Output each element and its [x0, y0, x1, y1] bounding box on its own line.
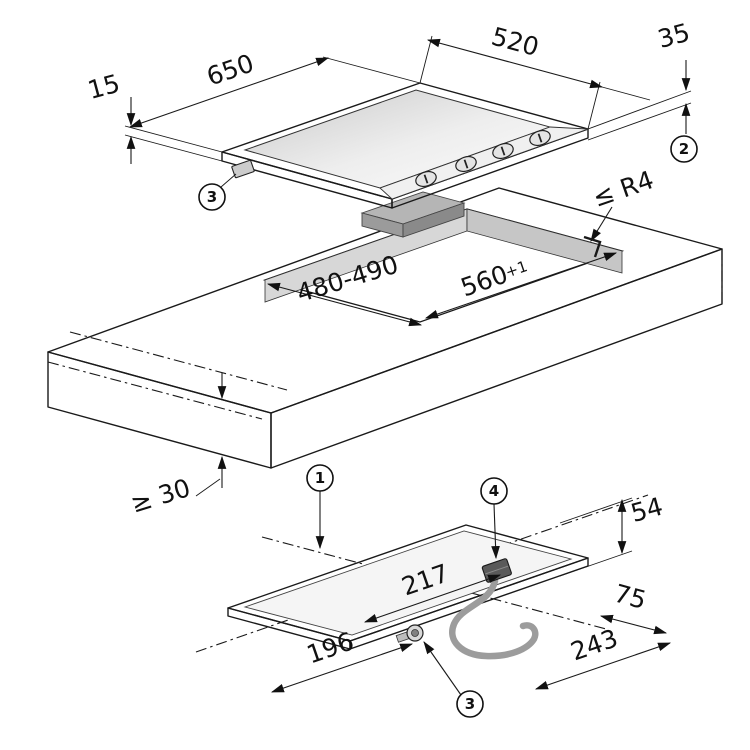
callout-2-number: 2	[679, 140, 689, 158]
dim-54: 54	[559, 492, 666, 577]
dim-15: 15	[85, 69, 223, 164]
callout-3-top: 3	[198, 173, 237, 211]
callout-1: 1	[306, 464, 334, 550]
callout-2: 2	[670, 135, 698, 163]
callout-3-top-number: 3	[207, 188, 217, 206]
callout-3-bottom: 3	[423, 641, 484, 718]
callout-3-bottom-number: 3	[465, 695, 475, 713]
dim-35-label: 35	[655, 18, 693, 54]
callout-4: 4	[480, 477, 508, 560]
dim-r4-label: ≤ R4	[589, 165, 657, 213]
control-knob-4	[529, 129, 551, 147]
dim-75-label: 75	[611, 579, 649, 615]
hob-top	[221, 82, 589, 209]
dim-520-label: 520	[488, 22, 542, 62]
gas-connection-fitting	[395, 624, 424, 643]
dim-30-label: ≥ 30	[127, 473, 194, 518]
callout-4-number: 4	[489, 482, 499, 500]
control-knob-3	[492, 142, 514, 160]
ignition-unit	[231, 159, 255, 179]
dim-196: 196	[270, 626, 414, 693]
hob-burner-box	[360, 191, 466, 238]
dim-15-label: 15	[85, 69, 123, 105]
control-knob-2	[455, 155, 477, 173]
burner-box-front	[402, 202, 465, 238]
dim-243: 243	[534, 623, 672, 690]
hob-glass	[243, 89, 552, 189]
worktop-left-face	[47, 351, 272, 469]
worktop-break-lines	[47, 249, 723, 420]
dim-35: 35	[587, 18, 693, 141]
dim-196-label: 196	[303, 626, 358, 669]
dim-243-label: 243	[567, 623, 622, 666]
dim-min-30: ≥ 30	[127, 373, 227, 519]
dim-217: 217	[363, 558, 502, 623]
callout-1-number: 1	[315, 469, 325, 487]
dim-54-label: 54	[628, 492, 666, 528]
corner-radius-mark	[583, 235, 602, 258]
control-knob-1	[415, 170, 437, 188]
